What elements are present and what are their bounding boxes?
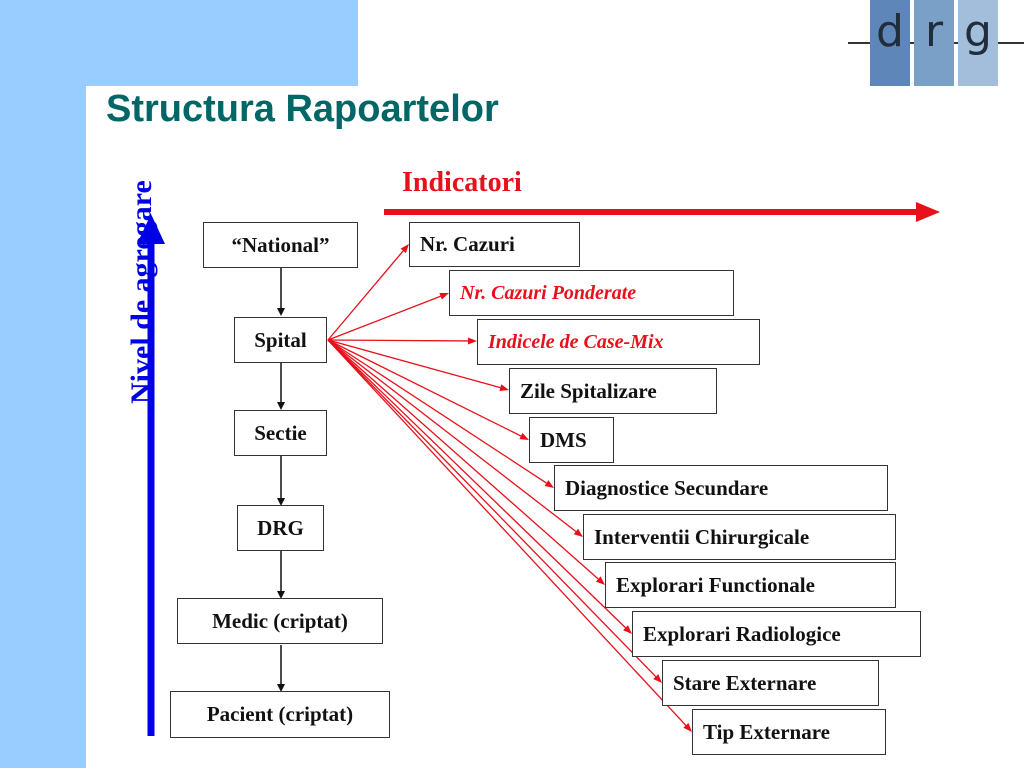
level-spital: Spital — [234, 317, 327, 363]
indicator-connector-line — [327, 339, 547, 484]
indicator-indicele-case-mix: Indicele de Case-Mix — [477, 319, 760, 365]
logo-letter-g: g — [964, 6, 992, 57]
level-medic: Medic (criptat) — [177, 598, 383, 644]
background-band — [0, 0, 86, 768]
indicator-connector-line — [327, 295, 441, 341]
hierarchy-connectors — [277, 267, 285, 692]
indicator-connector-line — [327, 339, 599, 580]
indicator-connector-line — [327, 339, 687, 726]
indicator-connector-line — [327, 339, 501, 389]
indicators-axis-arrow — [384, 202, 940, 222]
indicator-interventii-chirurgicale: Interventii Chirurgicale — [583, 514, 896, 560]
indicator-connector-line — [327, 339, 522, 437]
indicator-connector-line — [327, 339, 577, 533]
aggregation-axis-arrow — [137, 214, 165, 736]
indicator-nr-cazuri-ponderate: Nr. Cazuri Ponderate — [449, 270, 734, 316]
slide-title: Structura Rapoartelor — [106, 88, 499, 130]
logo-block-g: g — [958, 0, 998, 86]
indicator-connector-arrowhead — [400, 244, 409, 254]
indicator-connector-arrowhead — [544, 480, 554, 488]
indicator-nr-cazuri: Nr. Cazuri — [409, 222, 580, 267]
logo-letter-d: d — [876, 6, 904, 57]
indicator-connector-arrowhead — [519, 432, 529, 440]
indicator-zile-spitalizare: Zile Spitalizare — [509, 368, 717, 414]
logo-block-r: r — [914, 0, 954, 86]
indicator-connector-arrowhead — [467, 337, 477, 345]
indicator-connector-line — [327, 339, 657, 678]
indicators-axis-label: Indicatori — [402, 167, 522, 198]
logo-letter-r: r — [924, 6, 944, 57]
indicator-connector-line — [327, 339, 626, 629]
logo-block-d: d — [870, 0, 910, 86]
indicator-connector-line — [327, 339, 469, 342]
level-national: “National” — [203, 222, 358, 268]
indicator-dms: DMS — [529, 417, 614, 463]
indicator-connector-line — [327, 250, 404, 341]
level-drg: DRG — [237, 505, 324, 551]
indicator-tip-externare: Tip Externare — [692, 709, 886, 755]
indicator-connector-arrowhead — [653, 674, 662, 683]
indicator-connector-arrowhead — [499, 384, 509, 391]
indicator-stare-externare: Stare Externare — [662, 660, 879, 706]
indicator-connector-arrowhead — [573, 528, 583, 537]
indicator-explorari-functionale: Explorari Functionale — [605, 562, 896, 608]
level-sectie: Sectie — [234, 410, 327, 456]
indicator-connector-arrowhead — [595, 576, 605, 585]
background-top-band — [0, 0, 358, 86]
indicator-connector-arrowhead — [623, 625, 632, 634]
indicator-diagnostice-secundare: Diagnostice Secundare — [554, 465, 888, 511]
indicator-connectors — [327, 244, 692, 732]
indicator-connector-arrowhead — [439, 292, 449, 300]
indicator-connector-arrowhead — [683, 723, 692, 732]
indicator-explorari-radiologice: Explorari Radiologice — [632, 611, 921, 657]
level-pacient: Pacient (criptat) — [170, 691, 390, 738]
